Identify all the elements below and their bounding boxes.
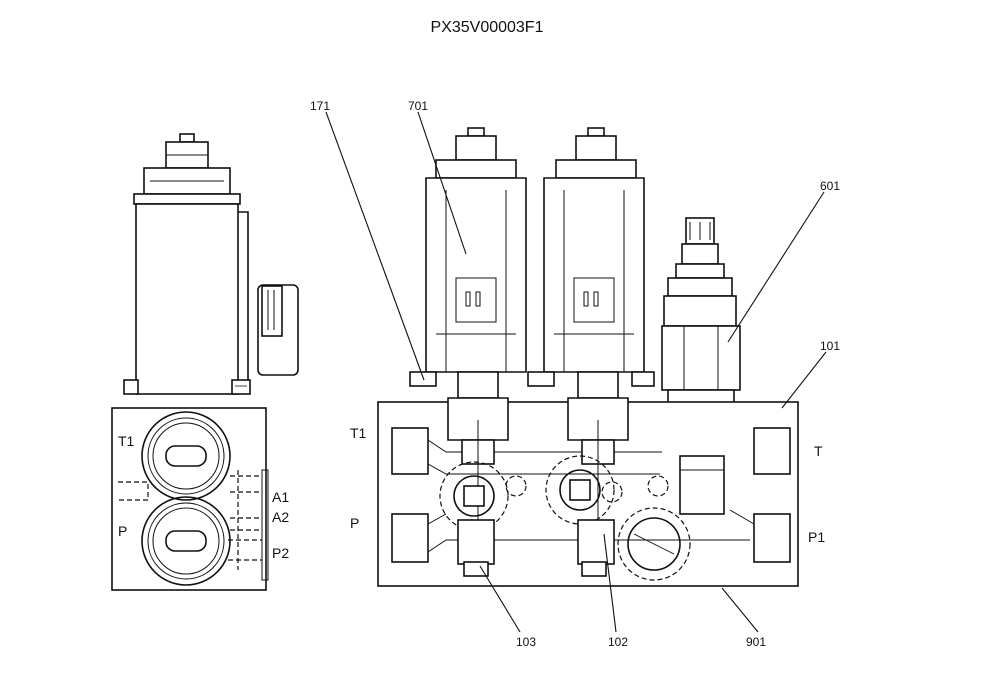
leader-lines — [325, 111, 827, 633]
callout-103: 103 — [516, 635, 536, 649]
callout-102: 102 — [608, 635, 628, 649]
front-port-label-t1: T1 — [350, 425, 367, 441]
side-view — [111, 133, 299, 591]
drawing-title: PX35V00003F1 — [431, 19, 544, 36]
front-view — [377, 127, 799, 587]
side-port-label-t1: T1 — [118, 433, 135, 449]
callout-171: 171 — [310, 99, 330, 113]
side-port-label-p: P — [118, 523, 127, 539]
callout-901: 901 — [746, 635, 766, 649]
callout-701: 701 — [408, 99, 428, 113]
side-port-label-a2: A2 — [272, 509, 289, 525]
front-port-label-t: T — [814, 443, 823, 459]
callout-101: 101 — [820, 339, 840, 353]
front-port-label-p: P — [350, 515, 359, 531]
front-port-label-p1: P1 — [808, 529, 825, 545]
side-port-label-a1: A1 — [272, 489, 289, 505]
callout-601: 601 — [820, 179, 840, 193]
side-port-label-p2: P2 — [272, 545, 289, 561]
